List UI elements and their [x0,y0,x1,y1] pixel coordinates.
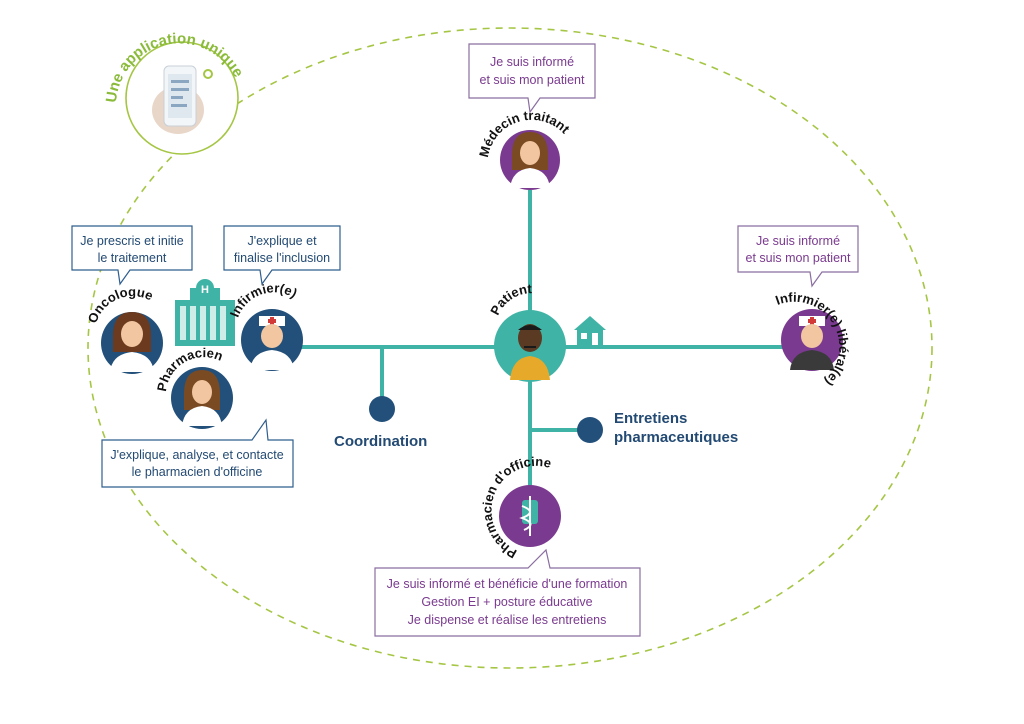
svg-text:et suis mon patient: et suis mon patient [480,73,585,87]
svg-text:Je suis informé et bénéficie d: Je suis informé et bénéficie d'une forma… [387,577,628,591]
medecin-bubble: Je suis informé et suis mon patient [468,43,596,114]
app-badge: Une application unique [103,30,247,155]
svg-text:Je dispense et réalise les ent: Je dispense et réalise les entretiens [408,613,607,627]
coordination-node: Coordination [334,396,427,450]
pharmacien-officine-bubble: Je suis informé et bénéficie d'une forma… [374,548,641,637]
medecin-actor: Médecin traitant [476,108,573,190]
nurse-icon [250,316,294,370]
svg-text:et suis mon patient: et suis mon patient [746,251,851,265]
entretiens-label-line2: pharmaceutiques [614,429,738,446]
svg-text:le traitement: le traitement [98,251,167,265]
svg-text:Je prescris et initie: Je prescris et initie [80,234,184,248]
infirmier-liberal-bubble: Je suis informé et suis mon patient [737,225,859,288]
svg-text:Gestion EI + posture éducative: Gestion EI + posture éducative [421,595,592,609]
svg-text:Je suis informé: Je suis informé [490,55,574,69]
svg-text:J'explique, analyse, et contac: J'explique, analyse, et contacte [110,448,283,462]
hospital-icon: H [175,279,235,346]
infirmier-actor: Infirmier(e) [227,280,303,371]
pharmacien-officine-actor: Pharmacien d'officine [458,434,570,562]
entretiens-node: Entretiens pharmaceutiques [577,410,738,446]
patient-icon [510,324,550,380]
house-icon [574,316,606,345]
pharmacist-female-icon [182,370,222,426]
patient-actor: Patient [487,281,566,382]
phone-app-icon [152,65,204,134]
svg-text:J'explique et: J'explique et [247,234,317,248]
app-badge-dot [203,69,213,79]
pharmacien-bubble: J'explique, analyse, et contacte le phar… [101,418,294,488]
infirmier-liberal-actor: Infirmier(e) libéral(e) [773,275,864,398]
entretiens-label-line1: Entretiens [614,410,687,427]
doctor-female-icon [110,312,154,372]
doctor-female-icon [510,132,550,188]
coordination-label: Coordination [334,433,427,450]
svg-text:H: H [201,284,209,296]
oncologue-bubble: Je prescris et initie le traitement [71,225,193,286]
oncologue-actor: Oncologue [85,284,163,374]
pharmacien-actor: Pharmacien [154,345,233,429]
nurse-icon [790,316,834,370]
svg-text:Je suis informé: Je suis informé [756,234,840,248]
infirmier-bubble: J'explique et finalise l'inclusion [223,225,341,286]
pharmacy-caduceus-icon [519,496,538,536]
svg-text:le pharmacien d'officine: le pharmacien d'officine [132,465,263,479]
network-boundary [87,27,933,669]
svg-text:finalise l'inclusion: finalise l'inclusion [234,251,330,265]
